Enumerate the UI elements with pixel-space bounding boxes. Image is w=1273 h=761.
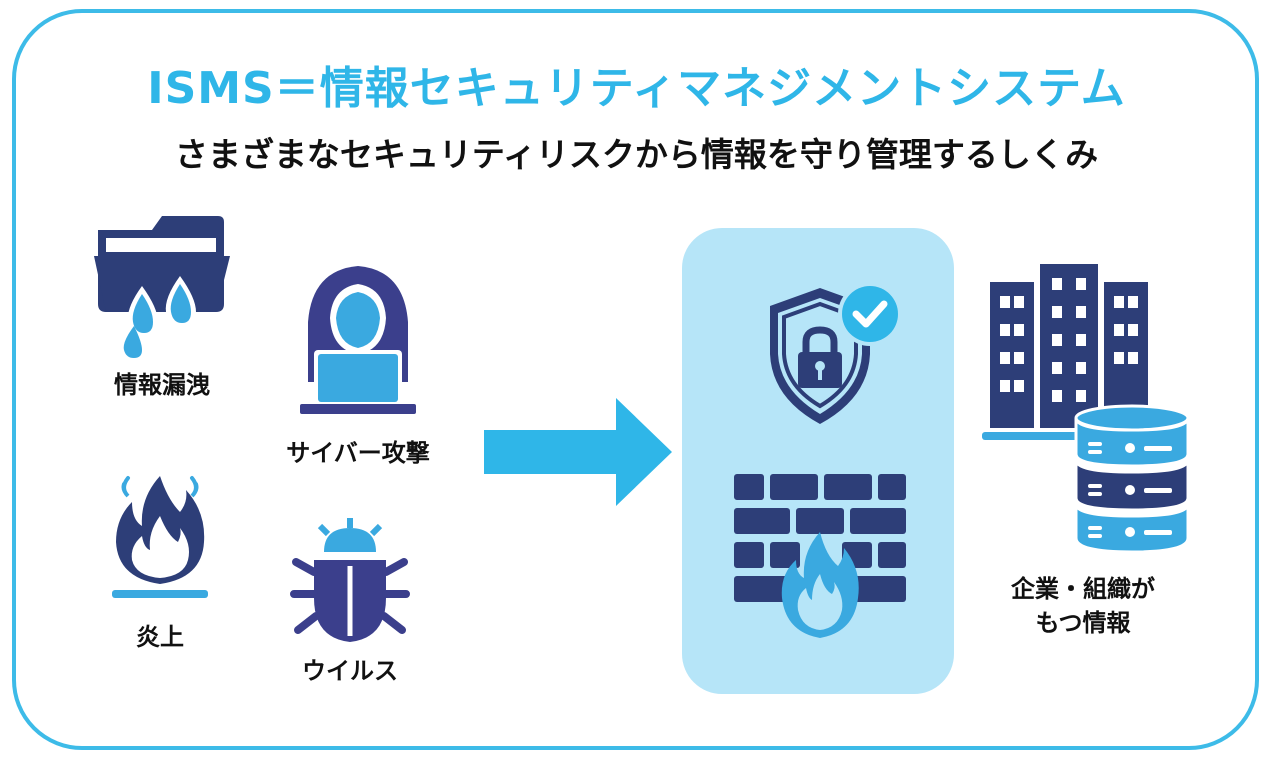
virus-icon <box>290 518 410 642</box>
building-icon <box>982 264 1148 440</box>
asset-label: 企業・組織が もつ情報 <box>978 572 1188 640</box>
firewall-icon <box>734 474 906 638</box>
arrow-right-icon <box>484 398 672 506</box>
asset-label-line-1: 企業・組織が <box>1011 575 1155 603</box>
folder-leak-icon <box>94 216 230 358</box>
shield-lock-icon <box>770 282 902 424</box>
risk-label-flame: 炎上 <box>136 623 184 651</box>
hacker-icon <box>300 266 416 414</box>
diagram-subtitle: さまざまなセキュリティリスクから情報を守り管理するしくみ <box>174 135 1099 174</box>
flame-icon <box>112 476 208 598</box>
risk-label-virus: ウイルス <box>302 657 398 685</box>
database-icon <box>1074 404 1190 554</box>
asset-label-line-2: もつ情報 <box>1035 609 1131 637</box>
risk-label-cyber: サイバー攻撃 <box>286 439 430 467</box>
diagram-title: ISMS＝情報セキュリティマネジメントシステム <box>147 63 1126 114</box>
risk-label-leak: 情報漏洩 <box>114 371 210 399</box>
